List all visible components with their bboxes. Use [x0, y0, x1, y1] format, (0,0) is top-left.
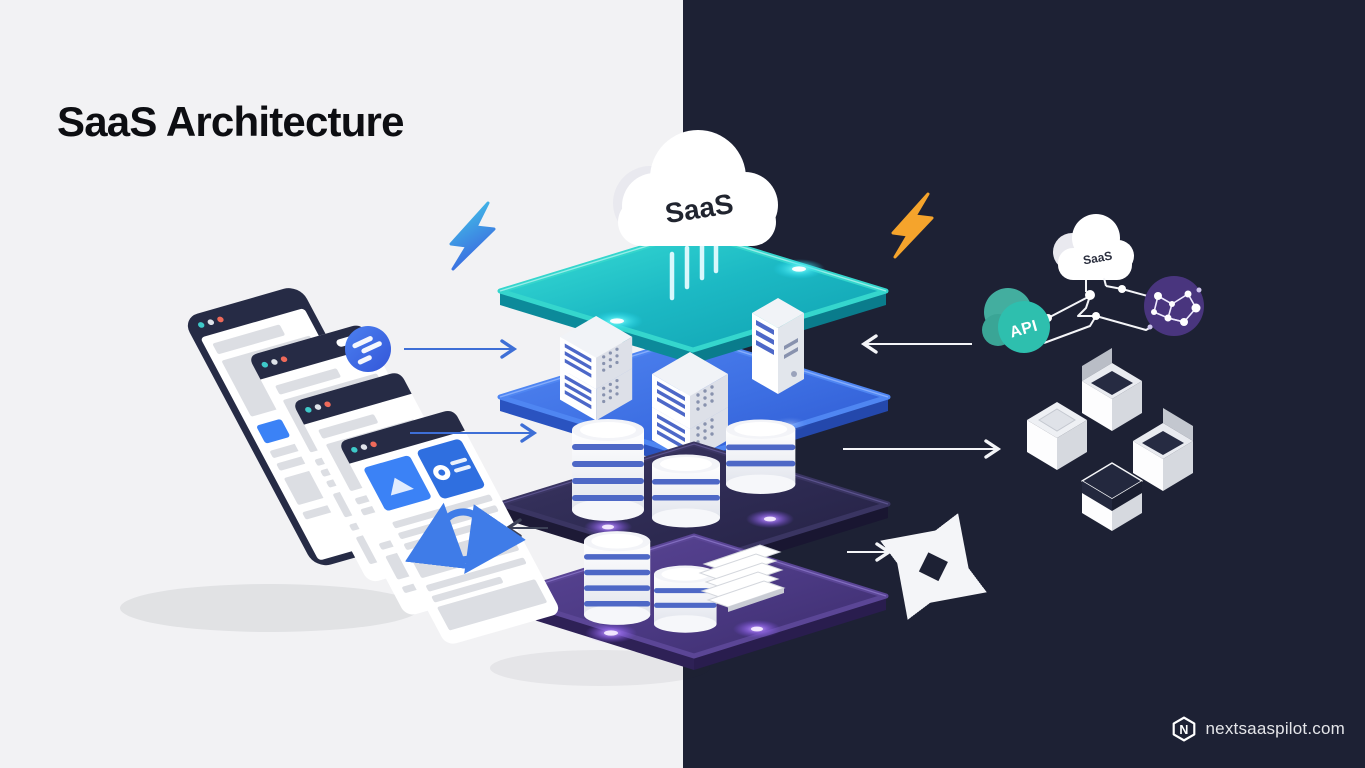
page-title: SaaS Architecture — [57, 98, 404, 145]
site-branding: N nextsaaspilot.com — [1171, 716, 1345, 742]
file-stack-icon — [698, 544, 786, 612]
site-logo-letter: N — [1179, 723, 1188, 737]
package-box-icon — [1133, 408, 1193, 491]
package-box-icon — [1081, 462, 1143, 531]
lightning-bolt-blue-icon — [449, 201, 496, 271]
cloud-saas-icon: SaaS — [613, 130, 778, 246]
lightning-bolt-orange-icon — [891, 192, 934, 259]
stack-shadow — [490, 650, 710, 686]
mini-cloud-label: SaaS — [1082, 249, 1113, 268]
mini-cloud-icon: SaaS — [1053, 214, 1134, 280]
network-sphere-icon — [1144, 276, 1204, 336]
layer-presentation — [497, 229, 889, 364]
site-logo-icon: N — [1172, 716, 1195, 742]
api-blob-icon: API — [982, 288, 1050, 353]
package-box-icon — [1027, 402, 1087, 470]
logo-circle-icon — [345, 326, 391, 372]
database-icon — [726, 419, 796, 494]
devices-shadow — [120, 584, 420, 632]
server-tower-icon — [752, 298, 804, 394]
server-stack-icon — [560, 316, 633, 421]
rain-lines — [669, 237, 719, 301]
database-stack-icon — [572, 419, 644, 521]
sync-blue-icon — [405, 502, 526, 575]
sync-white-icon — [880, 513, 987, 620]
site-url: nextsaaspilot.com — [1205, 719, 1345, 738]
database-icon — [652, 454, 720, 528]
package-box-icon — [1082, 348, 1142, 431]
database-stack-icon — [584, 531, 651, 625]
